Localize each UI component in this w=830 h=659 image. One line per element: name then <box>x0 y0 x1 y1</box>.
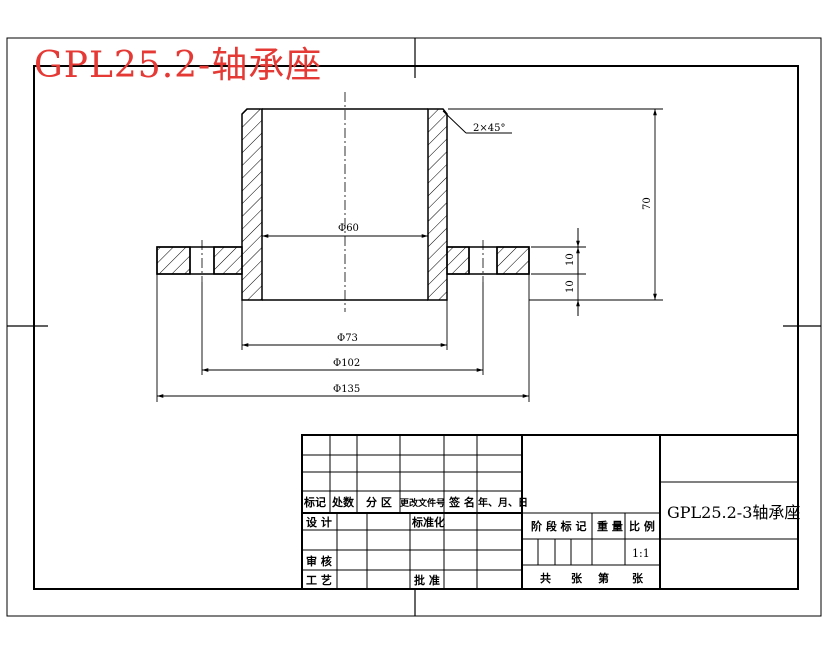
tb-header-date: 年、月、日 <box>478 496 528 509</box>
tb-approve: 批 准 <box>414 573 440 587</box>
dim-diameters <box>156 274 530 402</box>
outer-border <box>6 37 822 617</box>
tb-weight: 重 量 <box>597 519 623 533</box>
dim-bore-text: Φ60 <box>338 223 359 234</box>
tb-standardize: 标准化 <box>411 515 445 529</box>
centering-marks <box>7 38 821 616</box>
hatched-regions <box>156 108 530 301</box>
dim-flange-thickness <box>531 228 586 316</box>
chamfer-note: 2×45° <box>473 123 505 134</box>
tb-header-count: 处数 <box>331 495 355 509</box>
tb-process: 工 艺 <box>306 573 332 587</box>
dim-bolt-circle-text: Φ102 <box>333 358 360 369</box>
tb-part-name: GPL25.2-3轴承座 <box>667 503 800 522</box>
dim-height-text: 70 <box>642 197 653 210</box>
tb-design: 设 计 <box>306 515 332 529</box>
dim-flange-od-text: Φ135 <box>333 384 360 395</box>
dim-height <box>448 108 663 301</box>
tb-scale-value: 1:1 <box>632 547 650 560</box>
tb-sheets-unit1: 张 <box>571 571 583 585</box>
dim-flange-top-text: 10 <box>565 253 576 266</box>
tb-review: 审 核 <box>306 554 332 568</box>
tb-header-mark: 标记 <box>303 495 326 509</box>
dim-flange-bottom-text: 10 <box>565 280 576 293</box>
dim-hub-od-text: Φ73 <box>337 333 358 344</box>
center-lines <box>201 92 484 312</box>
part-outline <box>156 108 530 301</box>
title-block <box>301 434 799 590</box>
tb-header-doc: 更改文件号 <box>400 497 445 509</box>
tb-sheets-total: 共 <box>540 571 551 585</box>
overlay-title: GPL25.2-轴承座 <box>34 45 323 86</box>
tb-scale-label: 比 例 <box>629 519 655 533</box>
title-block-texts: 标记 处数 分 区 更改文件号 签 名 年、月、日 设 计 标准化 审 核 工 … <box>303 495 800 587</box>
tb-sheets-unit2: 张 <box>632 571 644 585</box>
tb-sheet-current: 第 <box>598 571 609 585</box>
tb-stage-mark: 阶 段 标 记 <box>531 519 587 533</box>
tb-header-zone: 分 区 <box>366 495 392 509</box>
chamfer-leader <box>442 110 512 134</box>
tb-header-sign: 签 名 <box>448 495 475 509</box>
part-section: 2×45° Φ60 70 10 10 <box>156 92 663 402</box>
